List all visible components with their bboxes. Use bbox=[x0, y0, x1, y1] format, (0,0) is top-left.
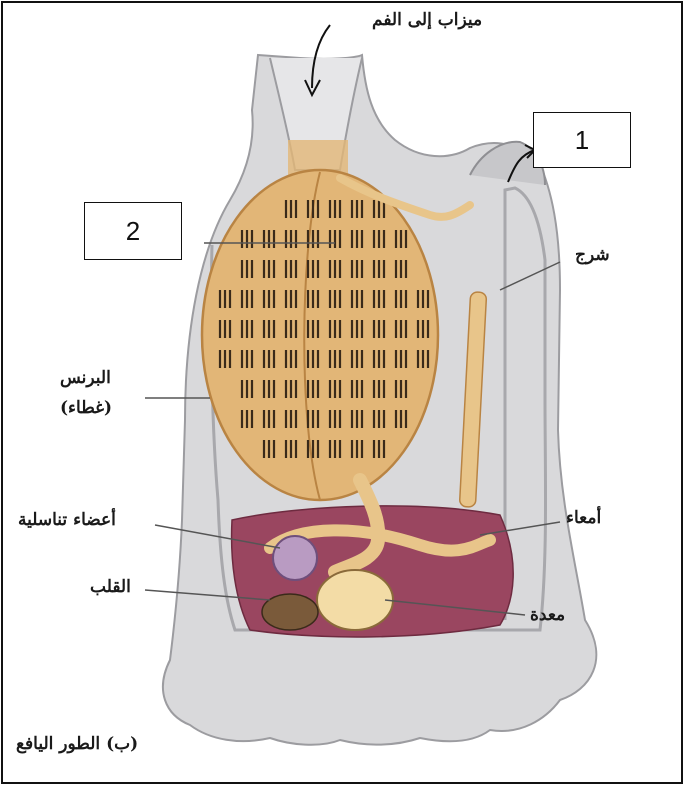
label-heart: القلب bbox=[90, 577, 131, 597]
label-mouth-siphon: ميزاب إلى الفم bbox=[372, 10, 482, 30]
gonad bbox=[273, 536, 317, 580]
pharynx bbox=[202, 170, 438, 500]
label-gonads: أعضاء تناسلية bbox=[18, 510, 116, 530]
label-stomach: معدة bbox=[530, 605, 565, 625]
label-tunic-sub: (غطاء) bbox=[60, 398, 112, 418]
label-slit: شرج bbox=[575, 245, 610, 265]
stomach bbox=[317, 570, 393, 630]
number-box-2: 2 bbox=[84, 202, 182, 260]
number-box-1: 1 bbox=[533, 112, 631, 168]
label-caption: (ب) الطور اليافع bbox=[16, 734, 138, 754]
label-tunic: البرنس bbox=[60, 368, 111, 388]
label-intestine: أمعاء bbox=[566, 508, 601, 528]
heart bbox=[262, 594, 318, 630]
